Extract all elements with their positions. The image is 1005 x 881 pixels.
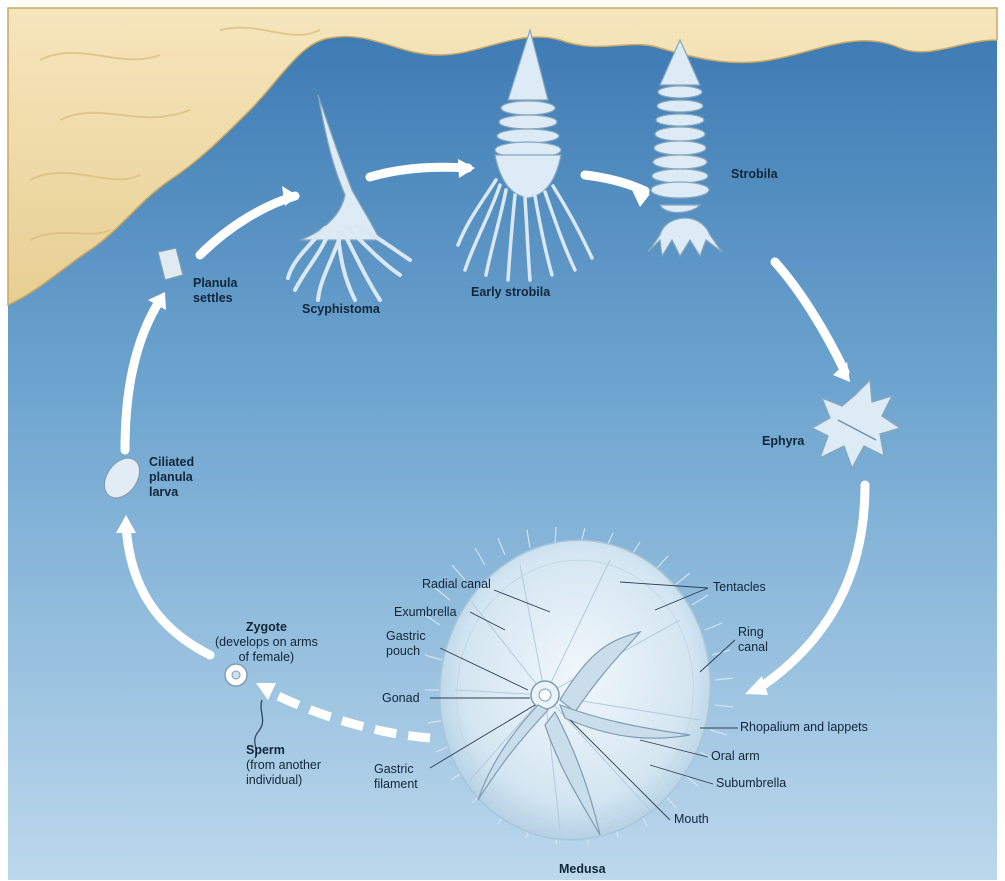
planula-settles-line-2: settles: [193, 291, 237, 306]
label-ciliated-planula-larva: Ciliated planula larva: [149, 455, 194, 500]
zygote-note-line-2: of female): [215, 650, 318, 665]
ring-canal-line-2: canal: [738, 640, 768, 655]
label-mouth: Mouth: [674, 812, 709, 827]
label-oral-arm: Oral arm: [711, 749, 760, 764]
label-sperm: Sperm (from another individual): [246, 743, 321, 788]
sperm-note-line-1: (from another: [246, 758, 321, 773]
label-gastric-filament: Gastric filament: [374, 762, 418, 792]
gastric-pouch-line-1: Gastric: [386, 629, 426, 644]
label-rhopalium-and-lappets: Rhopalium and lappets: [740, 720, 868, 735]
label-early-strobila: Early strobila: [471, 285, 550, 300]
label-gonad: Gonad: [382, 691, 420, 706]
gastric-pouch-line-2: pouch: [386, 644, 426, 659]
label-radial-canal: Radial canal: [422, 577, 491, 592]
label-ephyra: Ephyra: [762, 434, 804, 449]
label-tentacles: Tentacles: [713, 580, 766, 595]
gastric-filament-line-1: Gastric: [374, 762, 418, 777]
planula-settles-line-1: Planula: [193, 276, 237, 291]
ciliated-line-3: larva: [149, 485, 194, 500]
label-strobila: Strobila: [731, 167, 778, 182]
label-scyphistoma: Scyphistoma: [302, 302, 380, 317]
ring-canal-line-1: Ring: [738, 625, 768, 640]
label-planula-settles: Planula settles: [193, 276, 237, 306]
gastric-filament-line-2: filament: [374, 777, 418, 792]
label-gastric-pouch: Gastric pouch: [386, 629, 426, 659]
ciliated-line-2: planula: [149, 470, 194, 485]
label-subumbrella: Subumbrella: [716, 776, 786, 791]
label-ring-canal: Ring canal: [738, 625, 768, 655]
zygote-title: Zygote: [215, 620, 318, 635]
sperm-title: Sperm: [246, 743, 321, 758]
label-exumbrella: Exumbrella: [394, 605, 457, 620]
ciliated-line-1: Ciliated: [149, 455, 194, 470]
label-zygote: Zygote (develops on arms of female): [215, 620, 318, 665]
zygote-cell: [225, 664, 247, 686]
sperm-note-line-2: individual): [246, 773, 321, 788]
label-medusa: Medusa: [559, 862, 606, 877]
zygote-note-line-1: (develops on arms: [215, 635, 318, 650]
